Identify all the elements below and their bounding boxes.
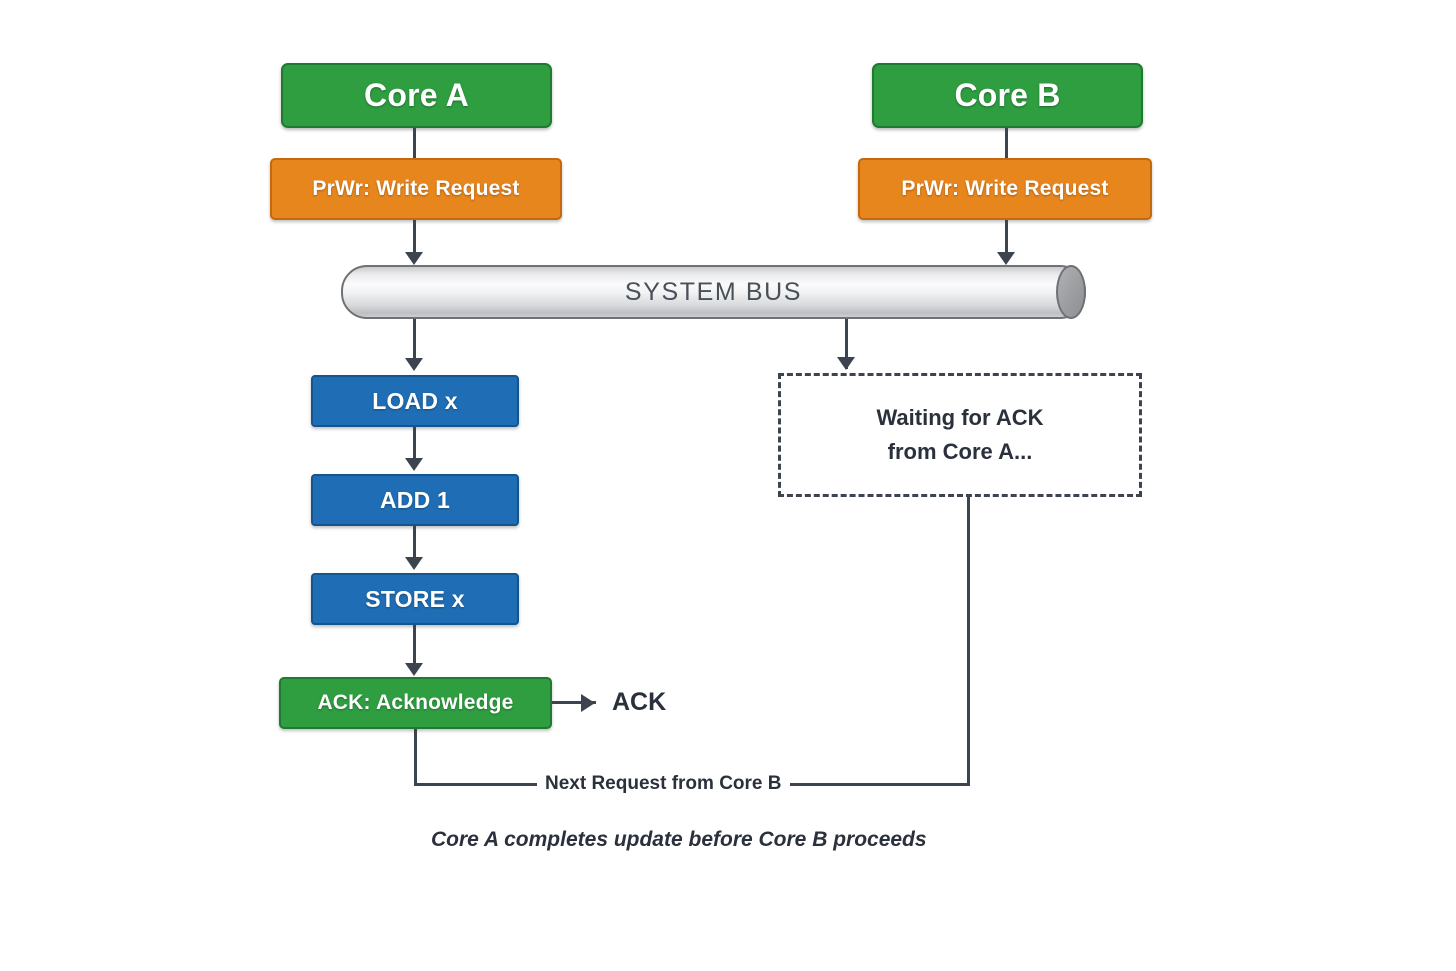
connector-store-to-ack <box>413 625 416 672</box>
connector-ack-to-ack-label <box>552 701 596 704</box>
core-a-label: Core A <box>364 77 469 113</box>
ack-acknowledge-box[interactable]: ACK: Acknowledge <box>279 677 552 729</box>
op-box-load[interactable]: LOAD x <box>311 375 519 427</box>
waiting-for-ack-line-2: from Core A... <box>887 439 1033 464</box>
arrow-down-icon-load-to-add <box>405 458 423 471</box>
core-b-write-request-box[interactable]: PrWr: Write Request <box>858 158 1152 220</box>
diagram-caption: Core A completes update before Core B pr… <box>431 828 927 851</box>
core-b-box[interactable]: Core B <box>872 63 1143 128</box>
connector-bus-to-load <box>413 319 416 363</box>
arrow-right-icon-ack <box>581 694 595 712</box>
arrow-down-icon-add-to-store <box>405 557 423 570</box>
connector-core-b-request-to-bus <box>1005 220 1008 258</box>
waiting-for-ack-line-1: Waiting for ACK <box>876 404 1044 430</box>
core-a-write-request-label: PrWr: Write Request <box>312 177 520 200</box>
arrow-down-icon-bus-to-waiting <box>837 357 855 370</box>
connector-add-to-store <box>413 526 416 561</box>
core-a-write-request-box[interactable]: PrWr: Write Request <box>270 158 562 220</box>
op-store-label: STORE x <box>365 585 465 612</box>
ack-acknowledge-label: ACK: Acknowledge <box>317 691 514 714</box>
system-bus-end-cap <box>1056 265 1086 319</box>
connector-core-a-request-to-bus <box>413 220 416 258</box>
feedback-left-vertical <box>414 729 417 786</box>
op-box-store[interactable]: STORE x <box>311 573 519 625</box>
connector-core-a-to-request <box>413 128 416 158</box>
waiting-for-ack-box: Waiting for ACK from Core A... <box>778 373 1142 497</box>
arrow-down-icon-core-a-to-bus <box>405 252 423 265</box>
arrow-down-icon-store-to-ack <box>405 663 423 676</box>
core-a-box[interactable]: Core A <box>281 63 552 128</box>
arrow-down-icon-bus-to-load <box>405 358 423 371</box>
op-add-label: ADD 1 <box>379 486 450 513</box>
connector-core-b-to-request <box>1005 128 1008 158</box>
op-load-label: LOAD x <box>372 387 458 414</box>
core-b-write-request-label: PrWr: Write Request <box>901 177 1109 200</box>
ack-label-text: ACK <box>612 688 667 716</box>
core-b-label: Core B <box>954 77 1061 113</box>
connector-bus-to-waiting <box>845 319 848 369</box>
waiting-for-ack-text-wrapper: Waiting for ACK from Core A... <box>876 401 1043 469</box>
arrow-down-icon-core-b-to-bus <box>997 252 1015 265</box>
system-bus: SYSTEM BUS <box>341 265 1086 319</box>
feedback-label: Next Request from Core B <box>537 773 790 795</box>
system-bus-label: SYSTEM BUS <box>624 277 803 306</box>
feedback-right-vertical <box>967 497 970 786</box>
op-box-add[interactable]: ADD 1 <box>311 474 519 526</box>
connector-load-to-add <box>413 427 416 462</box>
